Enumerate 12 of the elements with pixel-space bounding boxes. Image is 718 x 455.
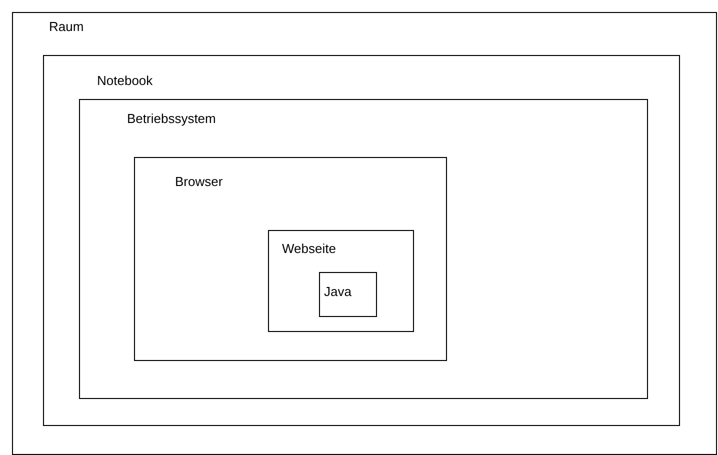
container-box <box>79 99 648 399</box>
box-label: Raum <box>49 19 84 34</box>
container-box <box>12 12 717 455</box>
box-label: Betriebssystem <box>127 111 216 126</box>
container-box <box>319 272 377 317</box>
box-label: Java <box>324 284 352 299</box>
container-box <box>268 230 414 332</box>
box-label: Webseite <box>282 241 336 256</box>
box-label: Notebook <box>97 73 153 88</box>
box-label: Browser <box>175 174 223 189</box>
container-box <box>43 55 680 426</box>
container-box <box>134 157 447 361</box>
